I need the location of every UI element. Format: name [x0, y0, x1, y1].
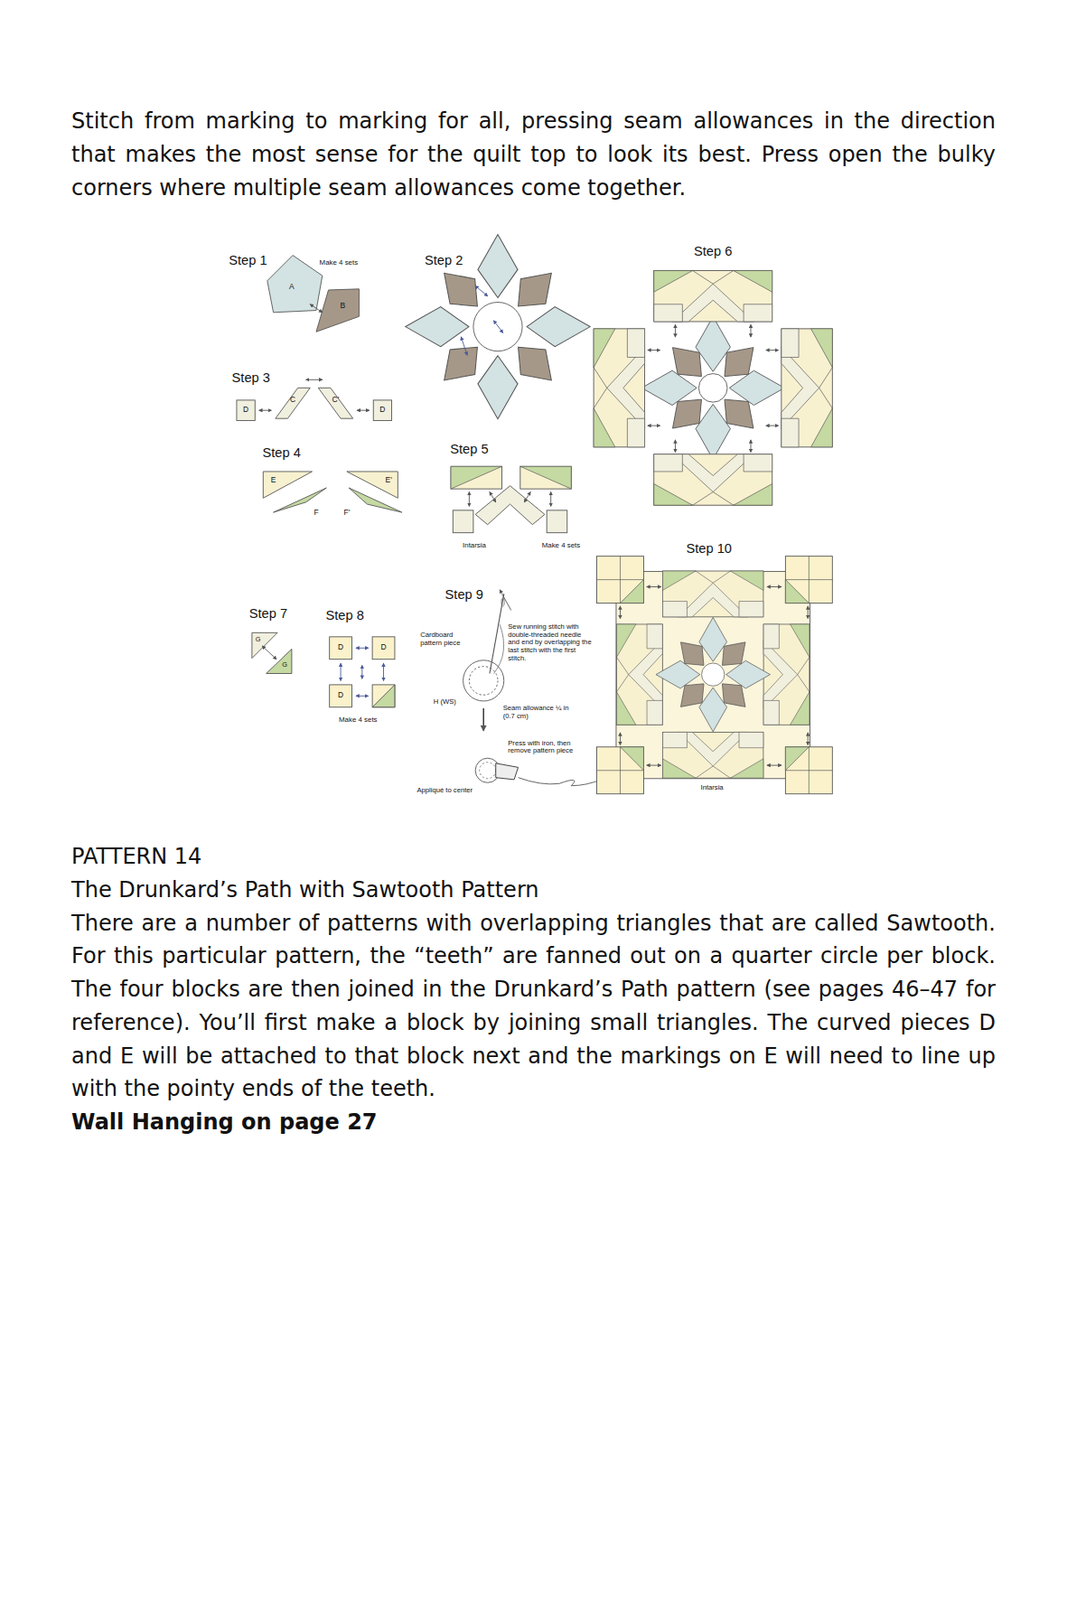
note: Make 4 sets [338, 716, 378, 725]
piece-letter: G [281, 661, 288, 669]
pattern-description: There are a number of patterns with over… [71, 907, 996, 1106]
step-label: Step 6 [693, 243, 732, 259]
note: Make 4 sets [319, 259, 359, 268]
piece-letter: G [255, 636, 262, 644]
step-label: Step 5 [449, 441, 488, 457]
note: Appliqué to center [416, 786, 473, 795]
piece-letter: B [340, 301, 347, 310]
note: Intarsia [701, 783, 724, 791]
step-label: Step 8 [325, 608, 364, 623]
page-reference: Wall Hanging on page 27 [71, 1105, 996, 1140]
piece-letter: C' [332, 395, 340, 404]
piece-letter: F' [343, 508, 350, 517]
note: Intarsia [462, 542, 487, 551]
pattern-text: PATTERN 14The Drunkard’s Path with Sawto… [71, 840, 996, 1139]
pattern-title: The Drunkard’s Path with Sawtooth Patter… [71, 873, 996, 908]
piece-letter: D [380, 643, 386, 652]
piece-letter: E [271, 476, 277, 485]
note: Seam allowance ¼ in (0.7 cm) [503, 704, 577, 721]
note: Press with iron, then remove pattern pie… [507, 739, 576, 757]
step-label: Step 9 [445, 587, 484, 602]
step-label: Step 4 [262, 445, 300, 460]
note: Sew running stitch with double-threaded … [507, 623, 592, 664]
body-paragraph: Stitch from marking to marking for all, … [71, 104, 996, 205]
piece-letter: D [337, 643, 344, 652]
piece-letter: D [337, 691, 344, 700]
step-label: Step 1 [228, 252, 267, 268]
piece-letter: C [290, 395, 296, 404]
note: Make 4 sets [542, 542, 581, 551]
piece-letter: E' [385, 476, 393, 485]
piece-letter: D [379, 405, 385, 414]
note: H (WS) [433, 698, 457, 706]
piece-letter: D [243, 405, 249, 414]
piece-letter: F [313, 508, 319, 517]
step-label: Step 7 [249, 606, 288, 621]
note: Cardboard pattern piece [420, 631, 474, 648]
step-label: Step 10 [685, 541, 732, 556]
step-label: Step 2 [424, 252, 463, 268]
pattern-number: PATTERN 14 [71, 840, 996, 874]
piece-letter: A [289, 283, 295, 292]
step-label: Step 3 [232, 370, 271, 385]
